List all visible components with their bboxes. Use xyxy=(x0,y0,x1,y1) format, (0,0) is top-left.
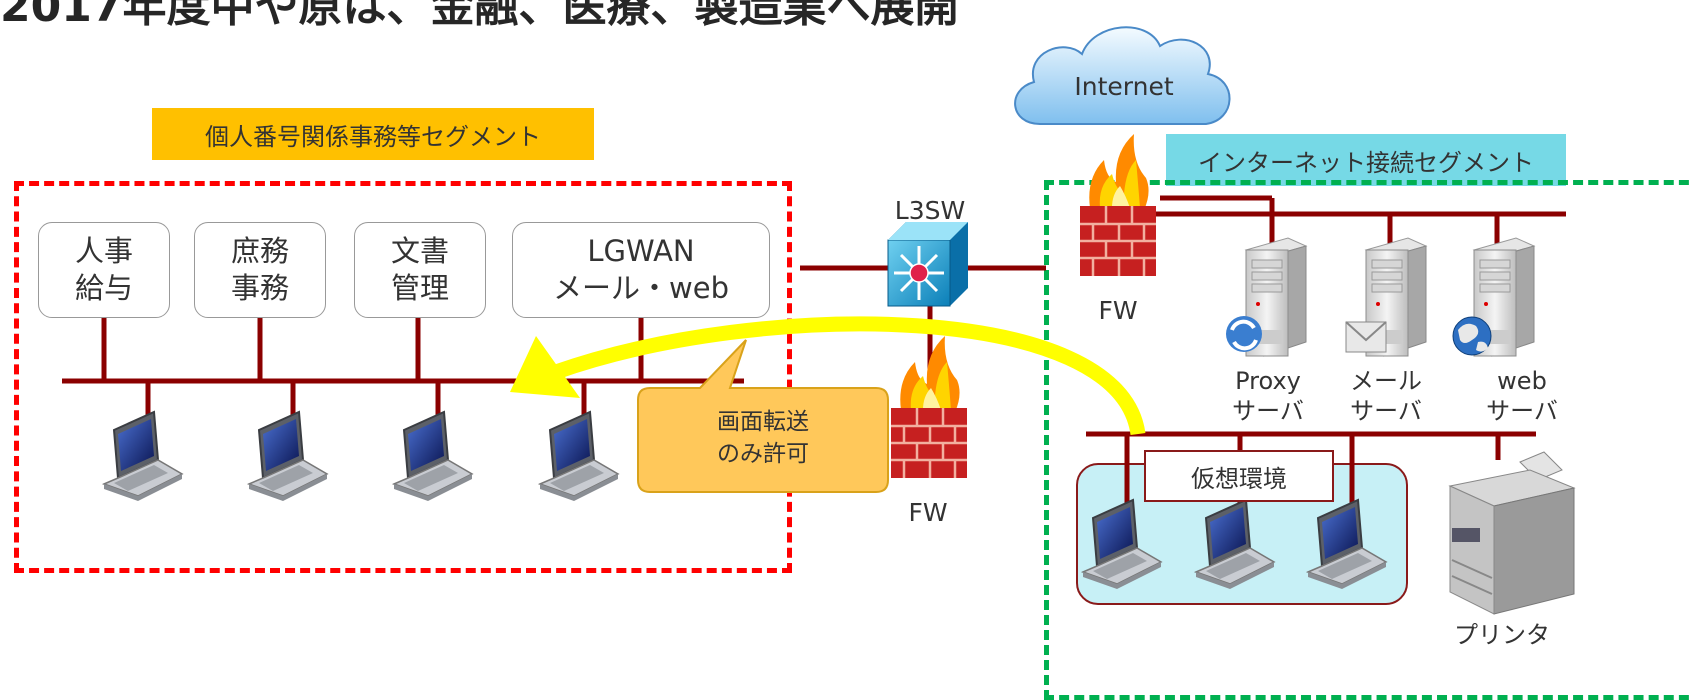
screen-transfer-arrow xyxy=(510,316,1146,436)
globe-icon xyxy=(1452,316,1492,356)
laptop-icon xyxy=(103,411,183,502)
system-label-line1: 人事 xyxy=(74,234,133,268)
callout-line2: のみ許可 xyxy=(717,441,809,467)
server-label-line2: サーバ xyxy=(1350,397,1422,425)
callout-text: 画面転送 のみ許可 xyxy=(638,406,888,470)
callout-bubble xyxy=(637,339,889,493)
l3sw-label: L3SW xyxy=(894,196,966,225)
mail-envelope-icon xyxy=(1345,321,1387,353)
server-label-web: web サーバ xyxy=(1470,366,1574,426)
laptop-icon xyxy=(393,411,473,502)
printer-label: プリンタ xyxy=(1454,621,1550,649)
segment-label-mynumber: 個人番号関係事務等セグメント xyxy=(152,108,594,160)
network-diagram xyxy=(62,26,1576,615)
internet-cloud-icon xyxy=(1014,26,1231,125)
laptop-icon xyxy=(1195,499,1275,590)
laptop-icon xyxy=(248,411,328,502)
firewall-icon xyxy=(1078,132,1158,278)
callout-line1: 画面転送 xyxy=(717,409,809,435)
server-label-line1: メール xyxy=(1350,367,1422,395)
server-label-line2: サーバ xyxy=(1486,397,1558,425)
segment-label-internet: インターネット接続セグメント xyxy=(1166,134,1566,186)
system-box-document-management: 文書管理 xyxy=(354,222,486,318)
fw-top-label: FW xyxy=(1098,296,1138,325)
system-label-line2: 管理 xyxy=(390,271,449,305)
laptop-icon xyxy=(1082,499,1162,590)
internet-label: Internet xyxy=(1074,72,1174,101)
server-label-mail: メール サーバ xyxy=(1334,366,1438,426)
server-label-line1: Proxy xyxy=(1235,367,1301,395)
system-label-line1: 庶務 xyxy=(230,234,289,268)
server-label-line2: サーバ xyxy=(1232,397,1304,425)
system-label-line1: 文書 xyxy=(390,234,449,268)
fw-mid-label: FW xyxy=(908,498,948,527)
l3-switch-icon xyxy=(887,222,968,307)
system-label-line2: 事務 xyxy=(230,271,289,305)
server-label-proxy: Proxy サーバ xyxy=(1216,366,1320,426)
printer-icon xyxy=(1448,451,1576,615)
laptop-icon xyxy=(1307,499,1387,590)
system-label-line2: メール・web xyxy=(553,271,729,305)
laptop-icon xyxy=(539,411,619,502)
mynumber-segment-zone xyxy=(14,181,792,573)
system-box-general-affairs: 庶務事務 xyxy=(194,222,326,318)
virtual-environment-label: 仮想環境 xyxy=(1144,450,1334,502)
refresh-icon xyxy=(1226,316,1262,352)
page-title: 2017年度中や原は、金融、医療、製造業へ展開 xyxy=(0,0,959,32)
server-label-line1: web xyxy=(1497,367,1547,395)
system-label-line1: LGWAN xyxy=(587,234,695,268)
system-box-hr-payroll: 人事給与 xyxy=(38,222,170,318)
system-label-line2: 給与 xyxy=(74,271,133,305)
